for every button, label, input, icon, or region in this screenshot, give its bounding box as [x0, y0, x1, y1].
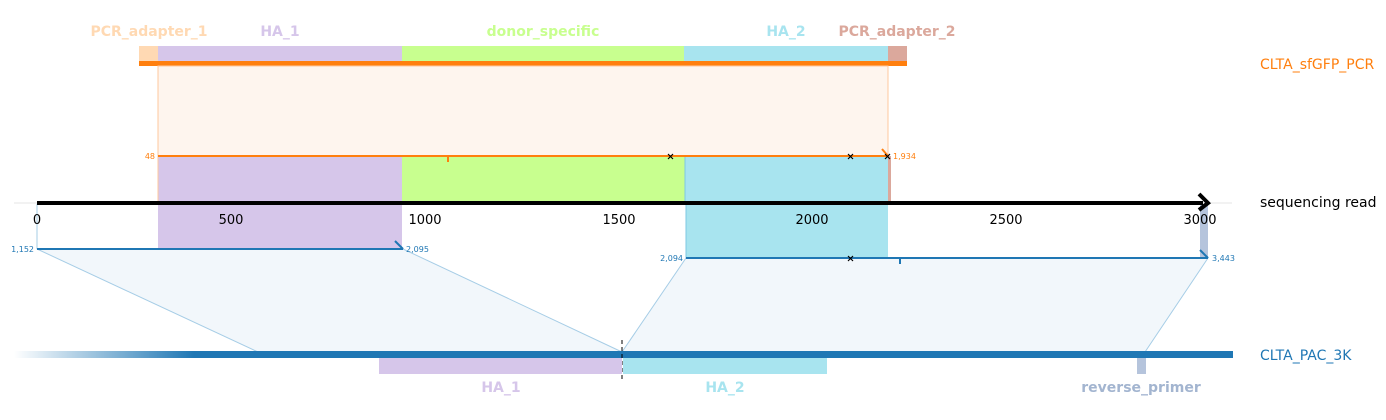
top-alignment-shade	[157, 65, 889, 157]
mismatch-icon	[847, 153, 854, 160]
sequencing-read-label: sequencing read	[1260, 195, 1376, 211]
axis-tick: 3000	[1183, 213, 1216, 228]
axis-tick: 500	[219, 213, 244, 228]
top-reference-label: CLTA_sfGFP_PCR	[1260, 57, 1374, 73]
mismatch-icon	[884, 153, 891, 160]
bottom-reference-label: CLTA_PAC_3K	[1260, 348, 1352, 364]
bottom-left-alignment: 1,152 2,095	[11, 240, 429, 254]
top-reference-bar	[139, 61, 907, 66]
axis-ticks: 0 500 1000 1500 2000 2500 3000	[33, 213, 1217, 228]
read-region-donor-specific	[402, 156, 685, 203]
top-label-pcr-adapter-1: PCR_adapter_1	[90, 24, 207, 40]
read-region-ha-1	[158, 156, 402, 203]
top-label-donor-specific: donor_specific	[487, 24, 600, 40]
axis-tick: 1500	[602, 213, 635, 228]
top-feature-ha-2	[684, 46, 888, 61]
bottom-feature-blocks	[379, 358, 1146, 374]
axis-tick: 2500	[989, 213, 1022, 228]
bottom-reference-bar	[194, 351, 1233, 358]
read-region-ha-2	[685, 156, 888, 203]
top-label-pcr-adapter-2: PCR_adapter_2	[838, 24, 955, 40]
bottom-left-alignment-end-label: 2,095	[406, 245, 429, 254]
top-alignment: 48 1,934	[145, 148, 916, 162]
read-region-ha-2-lower	[686, 204, 888, 258]
axis-tick: 1000	[408, 213, 441, 228]
read-region-pcr-adapter-2	[888, 156, 891, 203]
axis-tick: 2000	[795, 213, 828, 228]
top-feature-pcr-adapter-1	[139, 46, 158, 61]
top-feature-ha-1	[158, 46, 402, 61]
top-feature-blocks	[139, 46, 907, 61]
bottom-right-alignment-start-label: 2,094	[660, 254, 683, 263]
top-feature-donor-specific	[402, 46, 684, 61]
read-arrow-icon	[1197, 192, 1212, 212]
bottom-left-alignment-shade	[36, 248, 623, 353]
top-alignment-start-label: 48	[145, 152, 155, 161]
bottom-right-alignment-end-hook	[1199, 249, 1209, 259]
read-feature-regions-bottom	[36, 204, 1208, 258]
top-label-ha-2: HA_2	[766, 24, 805, 40]
read-feature-regions-top	[157, 156, 891, 203]
axis-tick: 0	[33, 213, 41, 228]
mismatch-icon	[847, 255, 854, 262]
top-alignment-end-hook	[881, 148, 889, 157]
bottom-reference-bar-fade	[14, 351, 194, 358]
bottom-feature-labels: HA_1 HA_2 reverse_primer	[481, 380, 1200, 396]
bottom-left-alignment-end-hook	[394, 240, 404, 250]
bottom-label-ha-2: HA_2	[705, 380, 744, 396]
bottom-feature-ha-2	[623, 358, 827, 374]
read-region-reverse-primer-lower	[1200, 204, 1208, 258]
top-feature-labels: PCR_adapter_1 HA_1 donor_specific HA_2 P…	[90, 24, 955, 40]
bottom-right-alignment-shade	[621, 257, 1209, 353]
bottom-right-alignment: 2,094 3,443	[660, 249, 1235, 264]
top-feature-pcr-adapter-2	[888, 46, 907, 61]
bottom-feature-ha-1	[379, 358, 622, 374]
read-region-ha-1-lower	[158, 204, 402, 248]
top-label-ha-1: HA_1	[260, 24, 299, 40]
mismatch-icon	[667, 153, 674, 160]
top-alignment-end-label: 1,934	[893, 152, 916, 161]
bottom-left-alignment-start-label: 1,152	[11, 245, 34, 254]
bottom-label-reverse-primer: reverse_primer	[1081, 380, 1201, 396]
bottom-label-ha-1: HA_1	[481, 380, 520, 396]
top-alignment-mismatch-marks	[667, 153, 891, 160]
bottom-right-alignment-end-label: 3,443	[1212, 254, 1235, 263]
bottom-feature-reverse-primer	[1137, 358, 1146, 374]
